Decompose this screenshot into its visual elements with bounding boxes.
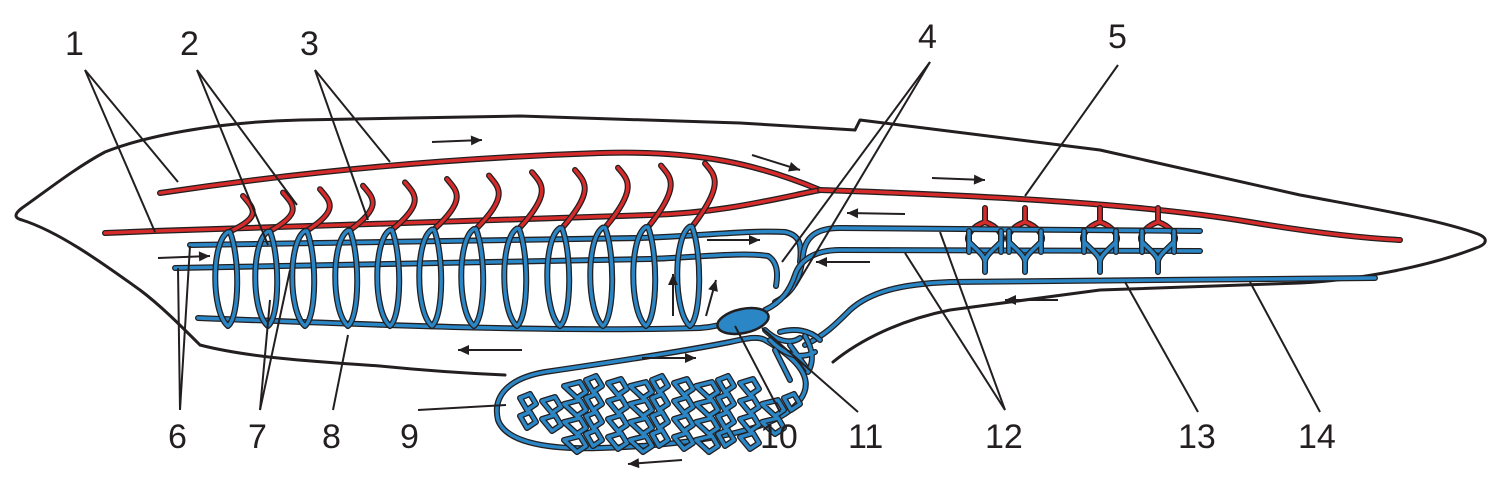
flow-arrow-7 <box>157 251 211 262</box>
flow-arrow-3 <box>931 174 986 185</box>
branchial-loop-12 <box>675 224 701 328</box>
body-outline <box>831 118 1487 364</box>
leader-1a <box>84 69 179 183</box>
branchial-loop-3 <box>290 229 316 328</box>
capillary-cells <box>518 374 802 454</box>
flow-arrow-12 <box>1005 295 1058 305</box>
flow-arrow-9 <box>705 279 718 317</box>
leader-8 <box>332 334 349 411</box>
segmental-artery-2 <box>269 190 295 233</box>
label-9: 9 <box>400 418 419 456</box>
segmental-artery-12 <box>691 161 717 228</box>
branchial-arteries <box>212 223 703 329</box>
leader-7b <box>259 269 291 411</box>
leader-6a <box>177 267 181 411</box>
label-5: 5 <box>1108 18 1127 56</box>
branchial-loop-10 <box>588 225 614 328</box>
leader-2a <box>196 69 298 206</box>
leader-13 <box>1124 281 1199 413</box>
branchial-loop-1 <box>213 230 239 328</box>
tail-venous-link-2 <box>1007 229 1043 274</box>
leader-7a <box>259 299 271 411</box>
venous-system <box>172 223 1378 455</box>
leader-3b <box>314 69 369 221</box>
segmental-artery-5 <box>391 180 417 231</box>
label-14: 14 <box>1298 418 1336 456</box>
leader-1b <box>84 69 156 233</box>
leader-9 <box>417 404 507 411</box>
segmental-artery-3 <box>306 187 332 232</box>
hepatic-capillary-network <box>517 373 803 455</box>
segmental-artery-1 <box>229 194 255 233</box>
sinus-venosus <box>716 306 770 336</box>
dorsal-aorta <box>818 188 1402 242</box>
branchial-loop-9 <box>545 226 571 328</box>
label-6: 6 <box>168 418 187 456</box>
leader-4a <box>781 61 931 263</box>
leader-4b <box>795 61 931 287</box>
leader-11 <box>761 327 859 413</box>
flow-arrow-8 <box>668 274 678 316</box>
leader-12b <box>904 252 1006 411</box>
label-10: 10 <box>760 418 798 456</box>
tail-venous-link-1 <box>967 229 1003 274</box>
tail-venous-link-4 <box>1140 229 1176 274</box>
label-13: 13 <box>1178 418 1216 456</box>
ventral-aorta <box>196 316 737 331</box>
subintestinal-vein <box>803 276 1377 347</box>
segmental-artery-11 <box>647 163 673 228</box>
flow-arrow-6 <box>816 257 870 267</box>
segmental-artery-6 <box>433 177 459 231</box>
segmental-artery-9 <box>561 168 587 229</box>
leader-2b <box>196 69 269 246</box>
posterior-cardinal-vein-lower <box>763 248 1202 312</box>
leader-10 <box>734 325 781 413</box>
flow-arrow-11 <box>642 353 696 363</box>
label-12: 12 <box>985 418 1023 456</box>
flow-arrow-1 <box>431 135 483 146</box>
branchial-loop-8 <box>502 226 528 328</box>
flow-arrow-2 <box>751 154 801 172</box>
branchial-loop-7 <box>459 227 485 328</box>
number-labels: 1 2 3 4 5 6 7 8 9 10 11 12 13 14 <box>65 18 1336 456</box>
flow-arrow-5 <box>707 235 760 245</box>
segmental-capillary-links <box>966 228 1177 275</box>
flow-arrow-10 <box>458 345 522 355</box>
segmental-artery-4 <box>349 184 375 232</box>
label-11: 11 <box>848 418 883 456</box>
branchial-loop-11 <box>631 225 657 328</box>
leader-5 <box>1024 64 1119 197</box>
label-2: 2 <box>180 25 199 63</box>
flow-arrows <box>157 135 1058 469</box>
flow-arrow-13 <box>627 458 683 469</box>
leader-3a <box>314 69 391 163</box>
leader-14 <box>1249 281 1321 413</box>
label-7: 7 <box>248 418 267 456</box>
segmental-artery-7 <box>475 173 501 230</box>
leader-lines <box>84 61 1321 413</box>
segmental-artery-10 <box>604 166 630 229</box>
leader-6b <box>179 245 191 411</box>
label-3: 3 <box>300 25 319 63</box>
label-4: 4 <box>918 18 937 56</box>
body-outline-upper-front <box>14 114 857 347</box>
tail-venous-link-3 <box>1082 229 1118 274</box>
branchial-loop-5 <box>375 228 401 328</box>
label-1: 1 <box>65 25 84 63</box>
body-outline-lower-front <box>198 343 507 377</box>
segmental-artery-8 <box>518 170 544 230</box>
branchial-loop-4 <box>333 228 359 328</box>
anterior-cardinal-vein-lower-outline <box>172 251 780 289</box>
label-8: 8 <box>322 418 341 456</box>
branchial-loop-6 <box>417 227 443 328</box>
anterior-cardinal-vein-upper <box>188 229 803 264</box>
leader-12a <box>939 231 1006 411</box>
arterial-system <box>102 149 1403 245</box>
flow-arrow-4 <box>846 208 906 219</box>
